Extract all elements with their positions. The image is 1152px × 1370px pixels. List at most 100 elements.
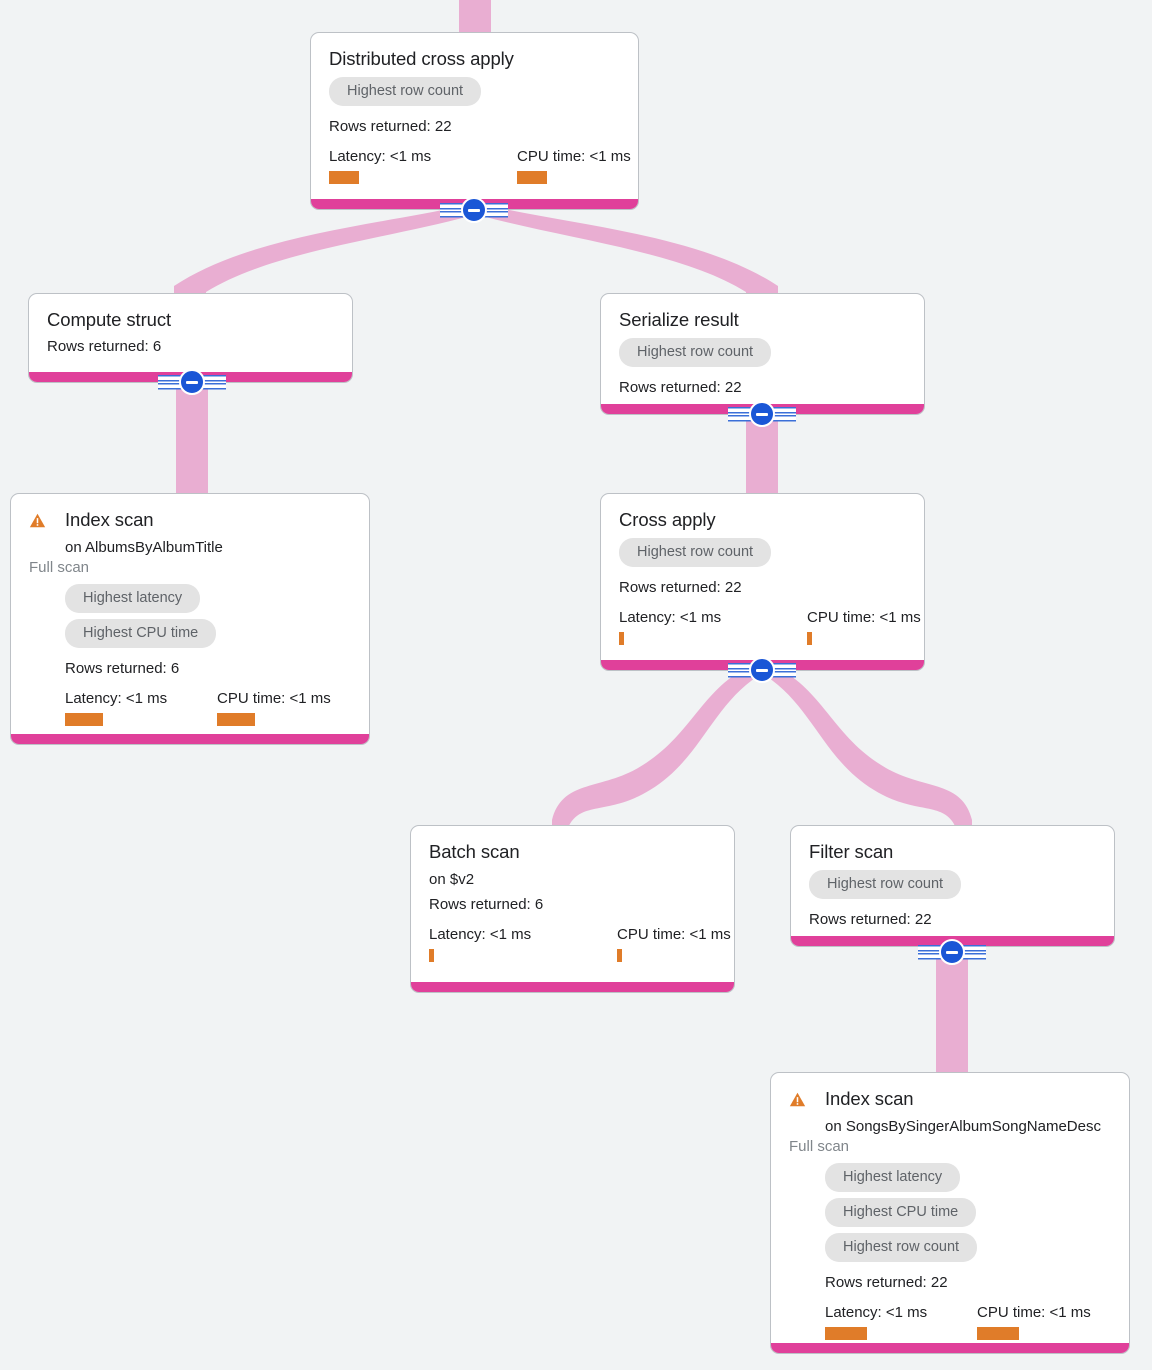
warning-triangle-icon — [29, 512, 46, 529]
metric-latency: Latency: <1 ms — [619, 609, 807, 645]
collapse-compute-struct[interactable] — [179, 369, 205, 395]
node-title: Index scan — [65, 509, 154, 530]
latency-bar — [65, 713, 103, 726]
collapse-filter-scan[interactable] — [939, 939, 965, 965]
latency-bar — [825, 1327, 867, 1340]
rows-returned: Rows returned: 6 — [429, 896, 544, 913]
node-header: Batch scan — [429, 840, 716, 864]
node-title: Serialize result — [619, 309, 739, 330]
status-badge: Highest latency — [825, 1163, 961, 1192]
node-title: Cross apply — [619, 509, 716, 530]
status-badge: Highest CPU time — [825, 1198, 977, 1227]
node-header: Distributed cross apply — [329, 47, 620, 71]
latency-label: Latency: <1 ms — [429, 926, 532, 943]
node-accent-bar — [771, 1343, 1129, 1353]
latency-bar — [329, 171, 359, 184]
status-badge: Highest CPU time — [65, 619, 217, 648]
node-subtitle: on $v2 — [429, 871, 475, 888]
status-badge: Highest row count — [825, 1233, 978, 1262]
status-badge: Highest row count — [619, 338, 772, 367]
metric-cpu-time: CPU time: <1 ms — [517, 148, 631, 184]
node-title: Filter scan — [809, 841, 894, 862]
metric-cpu-time: CPU time: <1 ms — [617, 926, 731, 962]
cpu-time-label: CPU time: <1 ms — [217, 690, 331, 707]
status-badge: Highest row count — [619, 538, 772, 567]
rows-returned: Rows returned: 22 — [825, 1274, 948, 1291]
latency-label: Latency: <1 ms — [329, 148, 432, 165]
metric-cpu-time: CPU time: <1 ms — [217, 690, 331, 726]
node-scan-type: Full scan — [29, 559, 90, 576]
latency-bar — [619, 632, 624, 645]
rows-returned: Rows returned: 6 — [65, 660, 180, 677]
node-metrics: Latency: <1 ms CPU time: <1 ms — [429, 926, 731, 962]
cpu-time-bar — [217, 713, 255, 726]
node-header: Index scan — [29, 508, 351, 532]
collapse-cross-apply[interactable] — [749, 657, 775, 683]
node-title: Batch scan — [429, 841, 520, 862]
cpu-time-bar — [617, 949, 622, 962]
rows-returned: Rows returned: 22 — [329, 118, 452, 135]
latency-label: Latency: <1 ms — [825, 1304, 928, 1321]
rows-returned: Rows returned: 22 — [619, 379, 742, 396]
collapse-distributed-cross-apply[interactable] — [461, 197, 487, 223]
node-subtitle: on SongsBySingerAlbumSongNameDesc — [825, 1118, 1101, 1135]
status-badge: Highest latency — [65, 584, 201, 613]
status-badge: Highest row count — [809, 870, 962, 899]
node-scan-type: Full scan — [789, 1138, 850, 1155]
node-title: Compute struct — [47, 309, 172, 330]
rows-returned: Rows returned: 6 — [47, 338, 162, 355]
latency-bar — [429, 949, 434, 962]
node-header: Serialize result — [619, 308, 906, 332]
node-accent-bar — [411, 982, 734, 992]
node-badges: Highest row count — [809, 870, 1096, 905]
rows-returned: Rows returned: 22 — [619, 579, 742, 596]
node-header: Cross apply — [619, 508, 906, 532]
node-body: Rows returned: 6 — [47, 337, 334, 357]
cpu-time-bar — [807, 632, 812, 645]
node-subtitle: on AlbumsByAlbumTitle — [65, 539, 223, 556]
node-accent-bar — [11, 734, 369, 744]
cpu-time-label: CPU time: <1 ms — [977, 1304, 1091, 1321]
node-title: Index scan — [825, 1088, 914, 1109]
status-badge: Highest row count — [329, 77, 482, 106]
metric-latency: Latency: <1 ms — [65, 690, 217, 726]
node-header: Index scan — [789, 1087, 1111, 1111]
cpu-time-label: CPU time: <1 ms — [807, 609, 921, 626]
plan-node-index-scan-songs[interactable]: Index scan on SongsBySingerAlbumSongNameD… — [770, 1072, 1130, 1354]
latency-label: Latency: <1 ms — [65, 690, 168, 707]
node-metrics: Latency: <1 ms CPU time: <1 ms — [329, 148, 631, 184]
collapse-serialize-result[interactable] — [749, 401, 775, 427]
cpu-time-bar — [977, 1327, 1019, 1340]
node-header: Filter scan — [809, 840, 1096, 864]
node-header: Compute struct — [47, 308, 334, 332]
node-badges: Highest row count — [329, 77, 620, 112]
node-metrics: Latency: <1 ms CPU time: <1 ms — [65, 690, 351, 726]
rows-returned: Rows returned: 22 — [809, 911, 932, 928]
node-badges: Highest row count — [619, 338, 906, 373]
node-metrics: Latency: <1 ms CPU time: <1 ms — [825, 1304, 1111, 1340]
warning-triangle-icon — [789, 1091, 806, 1108]
node-title: Distributed cross apply — [329, 48, 514, 69]
metric-latency: Latency: <1 ms — [825, 1304, 977, 1340]
metric-latency: Latency: <1 ms — [329, 148, 517, 184]
cpu-time-label: CPU time: <1 ms — [617, 926, 731, 943]
node-badges: Highest row count — [619, 538, 906, 573]
cpu-time-bar — [517, 171, 547, 184]
metric-cpu-time: CPU time: <1 ms — [807, 609, 921, 645]
